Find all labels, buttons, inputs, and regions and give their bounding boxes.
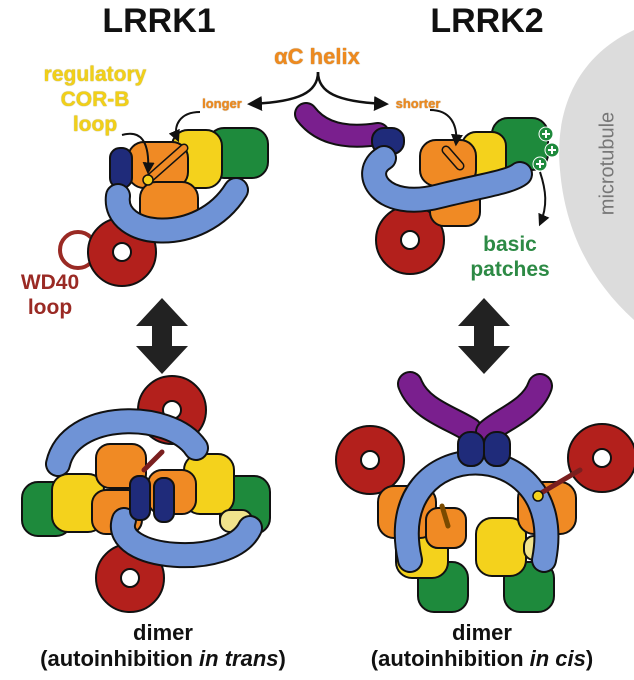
caption-right: dimer (autoinhibition in cis) [330, 620, 634, 672]
label-alpha-c-helix: αC helix [274, 44, 360, 69]
shorter-arrow-curl [429, 109, 463, 147]
dimer2-ankyrin-left [457, 431, 485, 467]
label-wd40-loop: WD40 loop [20, 271, 80, 319]
alpha-c-arrow-right [316, 71, 389, 112]
lrrk1-monomer [58, 111, 269, 287]
caption-left-line2: (autoinhibition in trans) [40, 646, 286, 671]
double-arrow-right [458, 298, 510, 374]
wd40-hole [112, 242, 132, 262]
lrrk2-dimer [335, 371, 634, 613]
caption-right-line2: (autoinhibition in cis) [370, 646, 594, 671]
longer-arrow-curl [168, 111, 201, 143]
double-arrow-left [136, 298, 188, 374]
lrrk1-dimer [21, 375, 271, 613]
microtubule [559, 30, 634, 320]
wd40-hole-2 [400, 230, 420, 250]
caption-left-line1: dimer [133, 620, 193, 645]
title-lrrk2: LRRK2 [430, 2, 544, 40]
dimer2-kinase-mid [425, 507, 467, 549]
cor-b-loop-marker [142, 174, 154, 186]
caption-right-line1: dimer [452, 620, 512, 645]
cor-b-loop-arrow [121, 132, 155, 175]
label-basic-patches: basic patches [470, 233, 550, 281]
lrrk2-monomer [294, 102, 560, 275]
label-longer: longer [202, 96, 242, 111]
caption-left: dimer (autoinhibition in trans) [0, 620, 326, 672]
dimer1-ankyrin-b [153, 477, 175, 523]
dimer1-alpha-c [141, 449, 165, 473]
dimer2-alpha-c-right [533, 467, 583, 499]
dimer2-cor-right [475, 517, 527, 577]
dimer1-ankyrin-a [129, 475, 151, 521]
dimer2-ankyrin-right [483, 431, 511, 467]
label-microtubule: microtubule [596, 111, 619, 216]
dimer2-alpha-c-left [439, 503, 451, 529]
basic-patch-arrow [538, 171, 550, 227]
label-shorter: shorter [395, 96, 441, 111]
title-lrrk1: LRRK1 [102, 2, 216, 40]
alpha-c-arrow-left [247, 71, 320, 112]
label-regulatory-cor-b-loop: regulatory COR-B loop [43, 63, 147, 136]
ankyrin-domain [109, 147, 133, 189]
